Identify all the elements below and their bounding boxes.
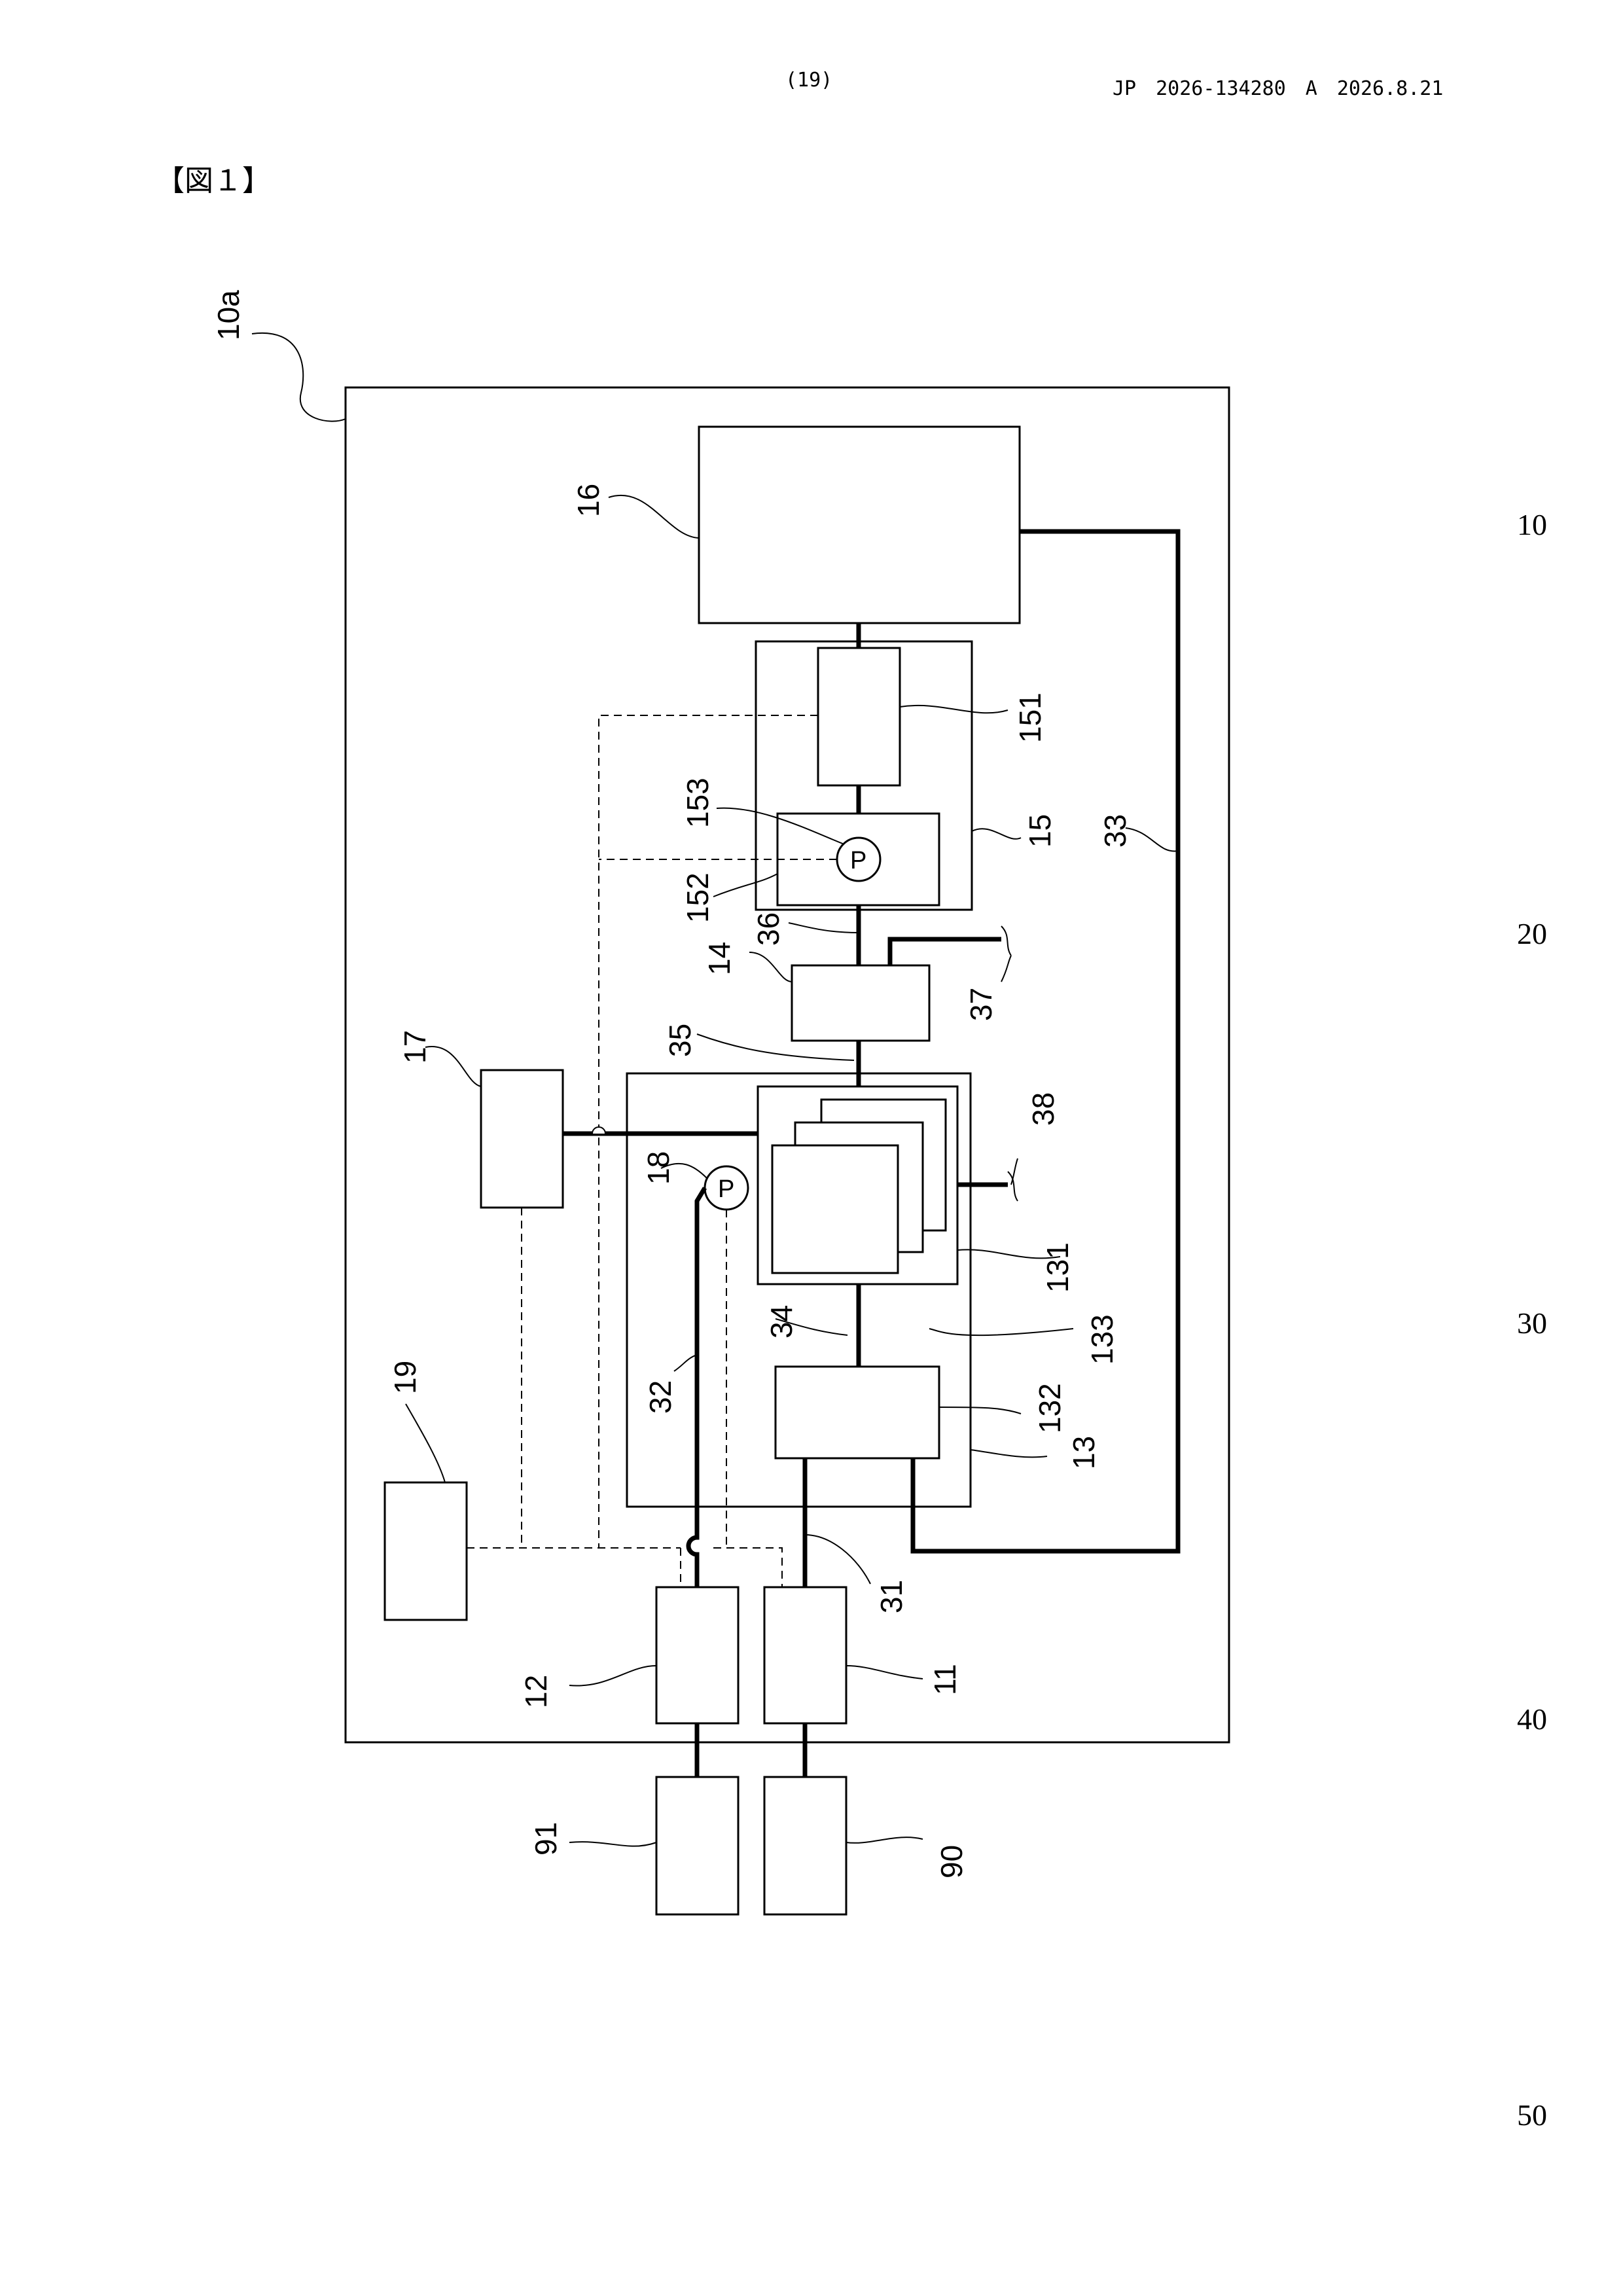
leader-16: [609, 495, 699, 538]
leader-15: [972, 829, 1021, 839]
pump-153-symbol: P: [850, 847, 866, 874]
ref-35: 35: [663, 1024, 697, 1057]
box-151: [818, 648, 900, 785]
ref-132: 132: [1033, 1383, 1067, 1433]
ref-90: 90: [935, 1845, 969, 1878]
box-12: [656, 1587, 738, 1723]
pipe-37-end-mark: [1001, 926, 1011, 956]
ref-91: 91: [529, 1822, 563, 1856]
pump-18-symbol: P: [718, 1175, 734, 1203]
ref-16: 16: [571, 484, 605, 517]
leader-17: [425, 1047, 481, 1086]
leader-32: [674, 1355, 697, 1371]
ref-151: 151: [1013, 692, 1047, 743]
box-16: [699, 427, 1020, 623]
box-19: [385, 1482, 467, 1620]
box-11: [764, 1587, 846, 1723]
ref-14: 14: [702, 942, 736, 975]
ref-34: 34: [764, 1305, 798, 1338]
leader-132: [939, 1407, 1021, 1414]
leader-11: [846, 1666, 923, 1679]
ref-10a: 10a: [211, 290, 245, 340]
box-14: [792, 965, 929, 1041]
ref-33: 33: [1098, 814, 1132, 848]
box-91: [656, 1777, 738, 1914]
box-132: [776, 1367, 939, 1458]
ref-13: 13: [1067, 1436, 1101, 1469]
leader-91: [569, 1842, 656, 1846]
leader-31: [805, 1535, 870, 1584]
pipe-32-crossover: [688, 1188, 705, 1564]
leader-90: [846, 1837, 923, 1843]
leader-151: [900, 706, 1008, 713]
ref-36: 36: [751, 912, 785, 946]
system-enclosure-10a: [346, 387, 1229, 1742]
ref-15: 15: [1023, 814, 1057, 848]
leader-133: [929, 1329, 1073, 1335]
leader-152: [713, 874, 777, 897]
ref-19: 19: [388, 1361, 422, 1394]
ref-31: 31: [874, 1580, 908, 1613]
ref-152: 152: [681, 872, 715, 923]
ref-12: 12: [519, 1675, 553, 1708]
ref-133: 133: [1085, 1314, 1119, 1365]
ref-37: 37: [964, 988, 998, 1021]
leader-36: [789, 923, 859, 933]
leader-37: [1001, 956, 1011, 982]
ref-153: 153: [681, 778, 715, 828]
leader-33: [1126, 828, 1178, 851]
pipe-37: [890, 939, 1001, 965]
pipe-38-end-mark: [1008, 1172, 1018, 1201]
leader-35: [697, 1034, 854, 1060]
leader-13: [971, 1450, 1047, 1457]
leader-19: [406, 1404, 445, 1482]
leader-14: [749, 952, 792, 982]
ref-38: 38: [1026, 1092, 1060, 1126]
leader-38: [1011, 1158, 1018, 1185]
ref-18: 18: [641, 1151, 675, 1185]
box-90: [764, 1777, 846, 1914]
signal-crossover: [592, 1127, 605, 1134]
leader-10a: [252, 333, 346, 422]
ref-32: 32: [643, 1380, 677, 1414]
ref-131: 131: [1041, 1242, 1075, 1293]
box-17: [481, 1070, 563, 1208]
leader-12: [569, 1666, 656, 1685]
ref-11: 11: [928, 1664, 962, 1695]
stack-plate-front: [772, 1145, 898, 1273]
ref-17: 17: [398, 1030, 432, 1064]
signal-bus-right: [713, 1548, 782, 1587]
